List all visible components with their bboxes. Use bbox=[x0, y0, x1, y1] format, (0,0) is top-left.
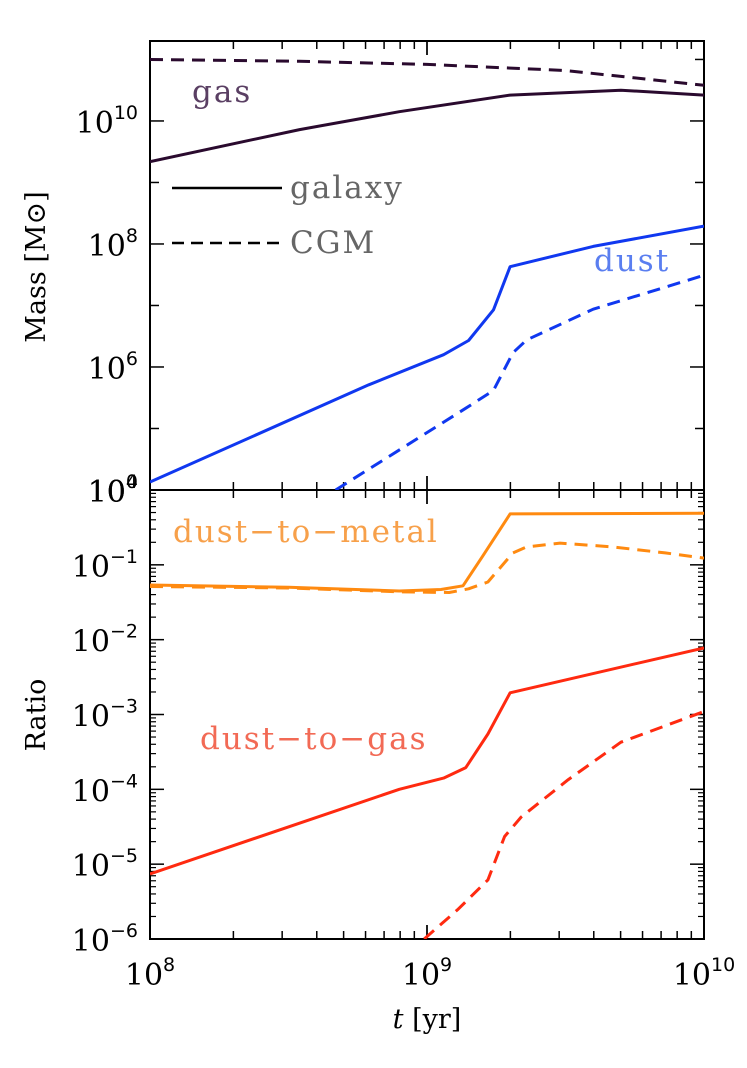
y-tick-label: 100 bbox=[88, 471, 138, 510]
x-tick-label: 109 bbox=[402, 954, 452, 993]
legend-galaxy-label: galaxy bbox=[290, 170, 404, 206]
series-dust-to-gas-galaxy bbox=[150, 646, 704, 876]
x-tick-label: 1010 bbox=[673, 954, 735, 993]
y-tick-label: 104 bbox=[88, 471, 138, 510]
x-tick-label: 108 bbox=[125, 954, 175, 993]
series-dust-to-gas-CGM bbox=[423, 710, 704, 939]
series-gas-galaxy bbox=[150, 88, 704, 164]
y-tick-label: 108 bbox=[88, 225, 138, 264]
tick-labels: 104 106 108 1010 10−6 10−5 10−4 10−3 10−2 10−1 100… bbox=[72, 102, 735, 993]
y-tick-label: 10−6 bbox=[72, 920, 138, 959]
annotation-dust-to-gas: dust−to−gas bbox=[200, 721, 427, 757]
series-dust-to-metal-CGM bbox=[150, 541, 704, 594]
annotation-dust: dust bbox=[594, 243, 670, 279]
y-tick-label: 10−4 bbox=[72, 770, 138, 809]
legend-cgm-label: CGM bbox=[290, 225, 376, 261]
y-tick-label: 10−5 bbox=[72, 845, 138, 884]
series-dust-galaxy bbox=[150, 224, 704, 484]
bottom-panel-frame bbox=[149, 489, 705, 940]
y-tick-label: 10−1 bbox=[72, 546, 138, 585]
y-axis-label-ratio: Ratio bbox=[21, 679, 52, 752]
y-tick-label: 106 bbox=[88, 348, 138, 387]
y-tick-label: 10−2 bbox=[72, 621, 138, 660]
data-series bbox=[150, 58, 704, 939]
series-gas-CGM bbox=[150, 58, 704, 87]
axis-ticks bbox=[149, 41, 705, 940]
y-tick-label: 10−3 bbox=[72, 696, 138, 735]
series-dust-CGM bbox=[334, 273, 704, 490]
annotation-gas: gas bbox=[192, 74, 252, 110]
y-tick-label: 1010 bbox=[76, 102, 138, 141]
legend: galaxy CGM bbox=[172, 170, 404, 261]
x-axis-label: t [yr] bbox=[393, 1004, 462, 1035]
annotation-dust-to-metal: dust−to−metal bbox=[173, 514, 439, 550]
y-axis-label-mass: Mass [M⊙] bbox=[21, 191, 52, 342]
